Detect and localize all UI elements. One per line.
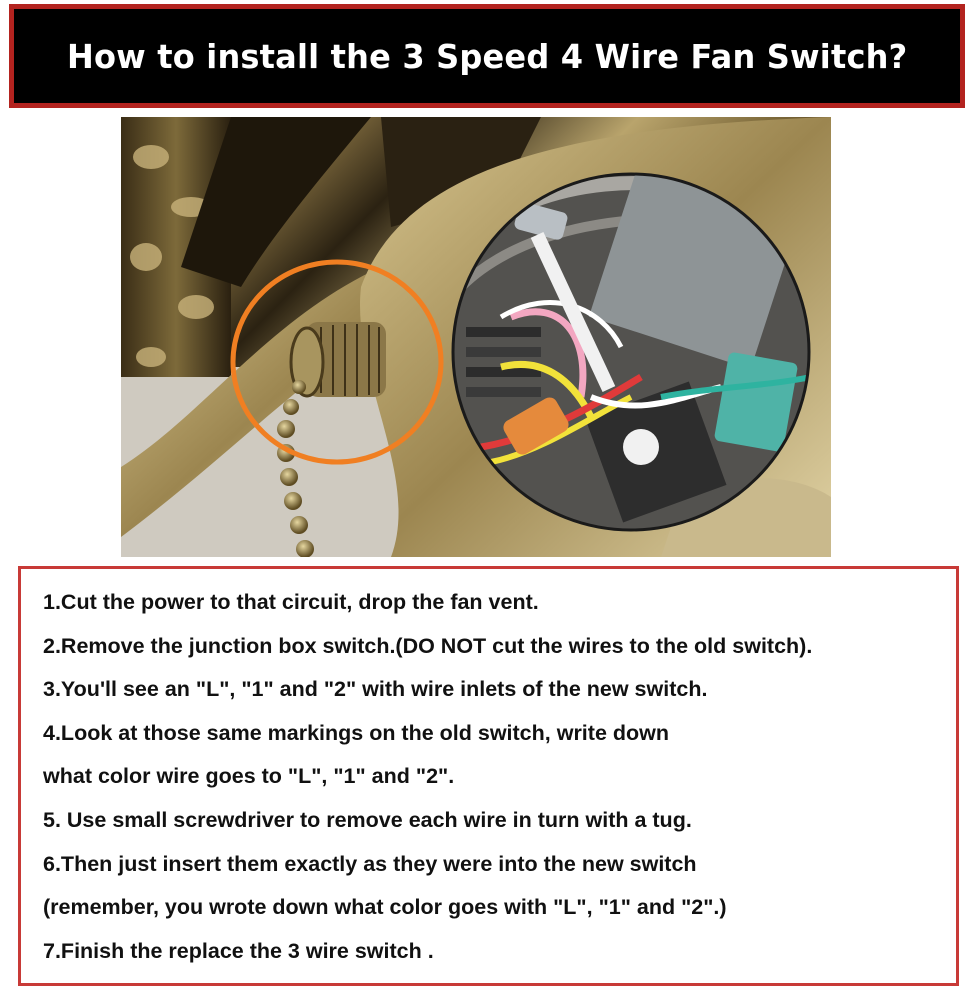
instruction-step-6-continued: (remember, you wrote down what color goe… (43, 895, 727, 920)
instruction-step-3: 3.You'll see an "L", "1" and "2" with wi… (43, 677, 708, 702)
instruction-step-6: 6.Then just insert them exactly as they … (43, 851, 697, 876)
instructions-list: 1.Cut the power to that circuit, drop th… (21, 569, 956, 977)
instruction-step-1: 1.Cut the power to that circuit, drop th… (43, 590, 539, 614)
instruction-step-2: 2.Remove the junction box switch.(DO NOT… (43, 633, 813, 658)
page-title: How to install the 3 Speed 4 Wire Fan Sw… (66, 36, 908, 76)
instruction-step-5: 5. Use small screwdriver to remove each … (43, 807, 692, 832)
fan-photo-illustration (121, 117, 831, 557)
instruction-step-4-continued: what color wire goes to "L", "1" and "2"… (43, 764, 455, 789)
instruction-step-7: 7.Finish the replace the 3 wire switch . (43, 938, 434, 963)
fan-switch-photo (121, 117, 831, 557)
instruction-step-4: 4.Look at those same markings on the old… (43, 720, 669, 745)
instructions-box: 1.Cut the power to that circuit, drop th… (18, 566, 959, 986)
title-banner: How to install the 3 Speed 4 Wire Fan Sw… (9, 4, 965, 108)
